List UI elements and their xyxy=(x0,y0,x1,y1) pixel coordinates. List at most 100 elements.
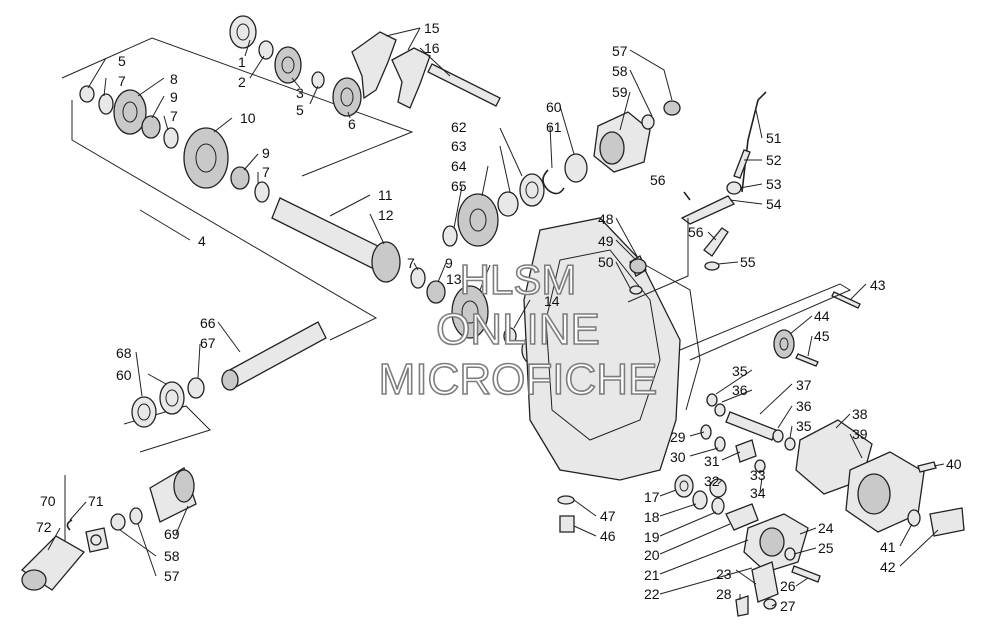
callout-42: 42 xyxy=(880,559,896,575)
cover-39 xyxy=(845,451,925,533)
bearing-18 xyxy=(692,490,708,510)
bracket-42 xyxy=(929,507,965,537)
callout-5: 5 xyxy=(296,102,304,118)
washer-19 xyxy=(711,497,725,515)
watermark: HLSM ONLINE MICROFICHE xyxy=(378,255,658,405)
bearing-60b xyxy=(159,381,185,415)
callout-19: 19 xyxy=(644,529,660,545)
callout-53: 53 xyxy=(766,176,782,192)
callout-51: 51 xyxy=(766,130,782,146)
snap-ring-5a xyxy=(311,71,325,89)
washer-57b xyxy=(129,507,143,525)
transmission-case xyxy=(523,217,701,481)
bushing-63 xyxy=(497,191,519,217)
gear-10 xyxy=(183,127,229,189)
spring-31 xyxy=(735,439,757,463)
callout-7: 7 xyxy=(407,255,415,271)
shift-forks-15 xyxy=(351,31,431,109)
callout-7: 7 xyxy=(118,73,126,89)
callout-14: 14 xyxy=(544,293,560,309)
pin-56b xyxy=(703,227,729,257)
callout-65: 65 xyxy=(451,178,467,194)
clip-71 xyxy=(66,519,73,531)
callout-35: 35 xyxy=(732,363,748,379)
washer-35a xyxy=(706,393,718,407)
assembly-bracket-top xyxy=(61,37,414,177)
washer-7a xyxy=(98,93,114,115)
o-ring-50 xyxy=(629,285,643,295)
callout-46: 46 xyxy=(600,528,616,544)
callout-69: 69 xyxy=(164,526,180,542)
callout-63: 63 xyxy=(451,138,467,154)
shift-sleeve-6 xyxy=(332,77,362,117)
callout-9: 9 xyxy=(445,255,453,271)
callout-49: 49 xyxy=(598,233,614,249)
callout-25: 25 xyxy=(818,540,834,556)
callout-2: 2 xyxy=(238,74,246,90)
shift-cable-51 xyxy=(741,91,767,193)
callout-20: 20 xyxy=(644,547,660,563)
washer-65 xyxy=(442,225,458,247)
seal-17 xyxy=(674,474,694,498)
callout-30: 30 xyxy=(670,449,686,465)
gear-8 xyxy=(113,89,147,135)
watermark-line-2: ONLINE xyxy=(436,305,600,354)
assembly-bracket-bottom xyxy=(71,100,378,341)
callout-27: 27 xyxy=(780,598,796,614)
breather-48 xyxy=(629,258,647,274)
callout-41: 41 xyxy=(880,539,896,555)
washer-36a xyxy=(714,403,726,417)
callout-24: 24 xyxy=(818,520,834,536)
callout-34: 34 xyxy=(750,485,766,501)
callout-67: 67 xyxy=(200,335,216,351)
gear-44 xyxy=(773,329,795,359)
housing-24 xyxy=(743,513,809,573)
washer-35b xyxy=(784,437,796,451)
shaft-line-43 xyxy=(679,283,852,361)
callout-labels: 1 2 3 5 6 15 16 5 7 8 9 7 10 9 7 11 12 4… xyxy=(36,20,962,614)
callout-44: 44 xyxy=(814,308,830,324)
shift-rod-16 xyxy=(427,63,501,107)
washer-7b xyxy=(163,127,179,149)
callout-71: 71 xyxy=(88,493,104,509)
washer-47 xyxy=(557,495,575,505)
callout-62: 62 xyxy=(451,119,467,135)
callout-57: 57 xyxy=(612,43,628,59)
yoke-72 xyxy=(20,535,85,591)
leader-lines xyxy=(47,27,945,607)
bolt-26 xyxy=(791,565,821,583)
output-shaft-66 xyxy=(221,321,327,391)
gear-32 xyxy=(709,478,727,498)
washer-14 xyxy=(503,327,517,345)
callout-54: 54 xyxy=(766,196,782,212)
washer-25 xyxy=(784,547,796,561)
gear-3 xyxy=(274,46,302,84)
callout-59: 59 xyxy=(612,84,628,100)
main-shaft-4 xyxy=(271,197,401,283)
bolt-40 xyxy=(917,461,937,473)
housing-cap-59 xyxy=(593,111,651,173)
callout-47: 47 xyxy=(600,508,616,524)
callout-68: 68 xyxy=(116,345,132,361)
callout-64: 64 xyxy=(451,158,467,174)
callout-50: 50 xyxy=(598,254,614,270)
callout-52: 52 xyxy=(766,152,782,168)
callout-1: 1 xyxy=(238,54,246,70)
callout-72: 72 xyxy=(36,519,52,535)
watermark-line-3: MICROFICHE xyxy=(379,355,658,404)
callout-7: 7 xyxy=(170,108,178,124)
clip-61 xyxy=(542,169,565,195)
washer-36b xyxy=(772,429,784,443)
seal-60a xyxy=(564,153,588,183)
washer-55 xyxy=(704,261,720,271)
callout-43: 43 xyxy=(870,277,886,293)
callout-9: 9 xyxy=(170,89,178,105)
callout-66: 66 xyxy=(200,315,216,331)
callout-15: 15 xyxy=(424,20,440,36)
bevel-gear-64 xyxy=(457,193,499,247)
washer-7c xyxy=(254,181,270,203)
nut-57a xyxy=(663,100,681,116)
bearing-1 xyxy=(229,15,257,49)
callout-36: 36 xyxy=(732,382,748,398)
